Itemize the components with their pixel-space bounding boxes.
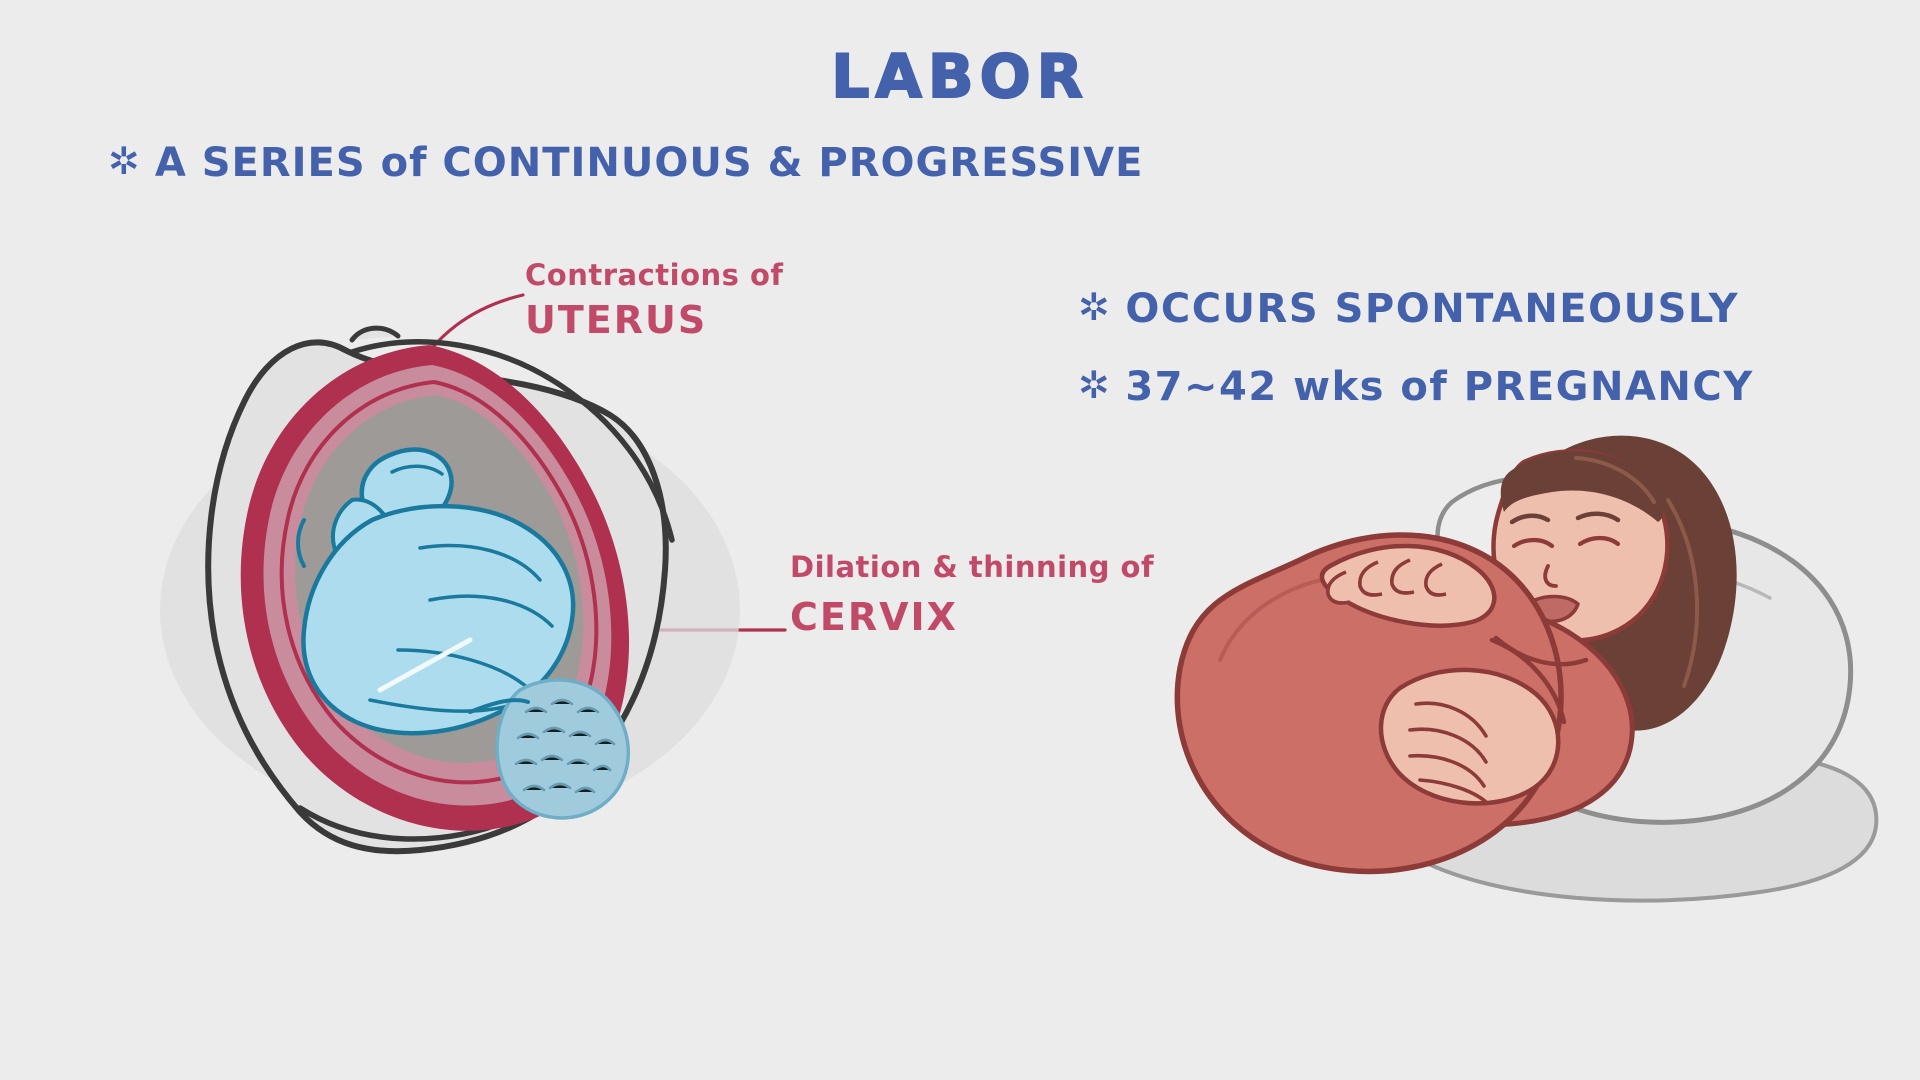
bullet-series: ✲ A SERIES of CONTINUOUS & PROGRESSIVE: [108, 139, 1144, 186]
fetus-head-detail: [390, 464, 444, 476]
cervix-plug-texture: [514, 698, 616, 794]
fetus-arm-detail: [296, 518, 306, 568]
fundus-cap: [349, 325, 401, 343]
eyebrow-right: [1575, 511, 1621, 523]
bullet-spontaneous-label: OCCURS SPONTANEOUSLY: [1125, 286, 1740, 332]
bullet-weeks: ✲ 37~42 wks of PREGNANCY: [1078, 363, 1754, 410]
fetus-highlight: [377, 637, 473, 693]
cervix-annotation-lead: Dilation & thinning of: [790, 550, 1155, 584]
fetus-fold-3: [396, 648, 530, 690]
cervix-annotation-term: CERVIX: [790, 595, 958, 639]
cervix-plug: [495, 678, 631, 820]
nose: [1543, 564, 1558, 588]
page-title: LABOR: [830, 41, 1089, 113]
torso-contour: [349, 339, 675, 543]
uterus-annotation-term: UTERUS: [525, 298, 708, 342]
bullet-spontaneous: ✲ OCCURS SPONTANEOUSLY: [1078, 285, 1740, 332]
shirt-collar: [1493, 635, 1589, 667]
asterisk-icon: ✲: [1078, 285, 1112, 329]
eye-left: [1511, 537, 1555, 549]
bullet-series-label: A SERIES of CONTINUOUS & PROGRESSIVE: [154, 140, 1144, 186]
fetus-body: [301, 503, 576, 736]
hair-strand: [1666, 498, 1700, 688]
fetus-fold-4: [368, 698, 510, 713]
fetus-fold-2: [428, 594, 554, 628]
cervical-canal: [468, 698, 530, 714]
uterus-diagram-group: [160, 325, 740, 855]
eyebrow-left: [1509, 513, 1551, 525]
asterisk-icon: ✲: [1078, 363, 1112, 407]
eye-right: [1577, 535, 1621, 547]
hand-upper-fingers: [1326, 558, 1447, 605]
asterisk-icon: ✲: [108, 139, 141, 183]
hand-lower-fingers: [1408, 701, 1488, 804]
arm-lower: [1378, 667, 1561, 806]
fetus-fold-1: [418, 543, 542, 582]
bullet-weeks-label: 37~42 wks of PREGNANCY: [1125, 364, 1754, 410]
hair-fringe: [1500, 450, 1664, 522]
endometrial-line: [279, 379, 599, 785]
uterus-annotation-lead: Contractions of: [525, 258, 784, 292]
hair-highlight: [1574, 456, 1656, 504]
pregnant-woman-group: [1174, 435, 1879, 903]
